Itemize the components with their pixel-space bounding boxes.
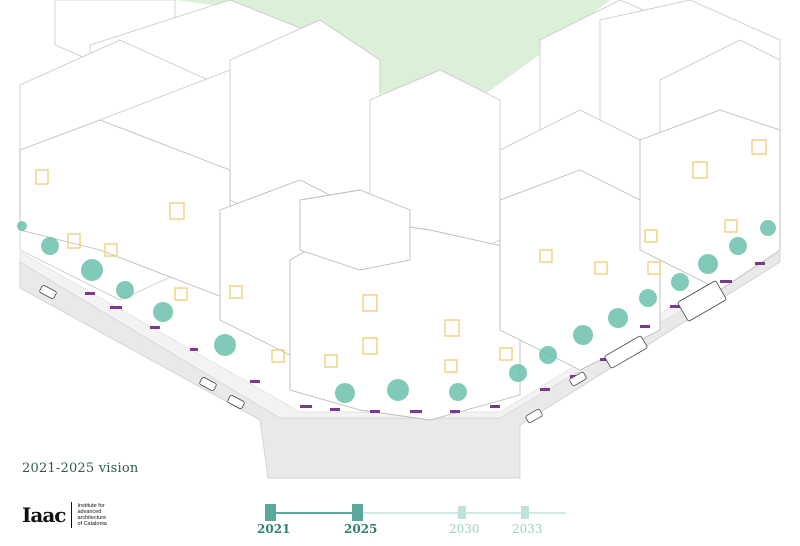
sidewalk [19,239,781,419]
logo-line-4: of Catalonia [77,521,107,527]
timeline-label-2033: 2033 [512,522,543,536]
timeline-label-2025: 2025 [344,522,378,536]
logo-text: Institute for advanced architecture of C… [77,503,121,527]
timeline-label-2021: 2021 [257,522,291,536]
logo-divider [71,502,73,528]
vehicles [39,280,727,424]
balconies [35,139,767,373]
logo-mark: Iaac [22,503,66,527]
logo-line-2: advanced [77,509,102,515]
street-trees [17,220,776,403]
logo-line-3: architecture [77,515,107,521]
iaac-logo: Iaac Institute for advanced architecture… [22,502,121,528]
street-furniture [85,262,765,413]
timeline-label-2030: 2030 [449,522,480,536]
vision-caption: 2021-2025 vision [22,461,139,476]
logo-line-1: Institute for [77,503,105,509]
